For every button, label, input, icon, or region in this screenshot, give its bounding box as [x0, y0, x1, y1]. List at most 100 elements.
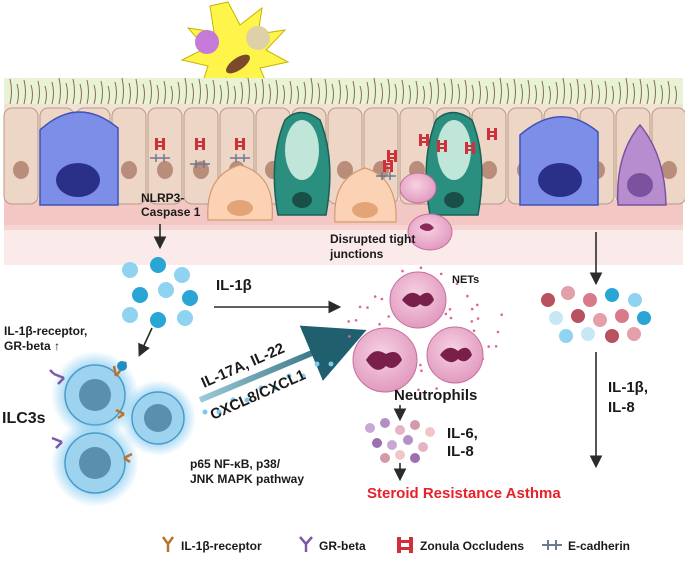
cilium	[534, 84, 537, 105]
cilium	[170, 85, 173, 105]
cytokine-molecule	[583, 293, 597, 307]
cilium	[464, 79, 467, 105]
zonula-occludens	[472, 142, 475, 154]
cilium	[310, 77, 313, 105]
outcome-label: Steroid Resistance Asthma	[367, 485, 561, 502]
cilium	[254, 82, 257, 105]
il6-label-1: IL-6,	[447, 425, 478, 442]
zonula-occludens	[202, 138, 205, 150]
arrow-ilc3-to-neutrophil	[198, 325, 367, 403]
cilium	[576, 78, 579, 105]
cilium	[667, 80, 670, 105]
cytokine-molecule	[561, 286, 575, 300]
net-dot	[378, 322, 381, 326]
cytokine-molecule	[627, 327, 641, 341]
net-dot	[380, 297, 384, 301]
zonula-occludens	[158, 141, 162, 143]
cilium	[275, 79, 278, 105]
cilium	[345, 84, 348, 105]
cilium	[289, 80, 292, 105]
goblet-cell-1	[273, 111, 331, 216]
right-cytokine-cluster	[541, 286, 651, 343]
zonula-occludens	[394, 150, 397, 162]
ilc3-cell-1	[51, 351, 139, 439]
cilium	[51, 81, 54, 105]
zonula-occludens	[162, 138, 165, 150]
cytokine-dot	[286, 373, 292, 379]
zonula-occludens	[195, 138, 198, 150]
net-dot	[354, 319, 358, 322]
ilc3-cell-2	[120, 380, 196, 456]
ilc3-receptors	[49, 361, 133, 464]
cilium	[247, 77, 250, 105]
cilium	[478, 80, 481, 105]
columnar-nucleus	[193, 161, 209, 179]
cilium	[156, 84, 159, 105]
zonula-occludens-icon	[397, 537, 413, 553]
net-dot	[419, 363, 422, 367]
cilia	[9, 77, 677, 105]
cytokine-molecule	[637, 311, 651, 325]
legend: IL-1β-receptor GR-beta Zonula Occludens …	[161, 536, 630, 553]
cytokine-dot	[328, 361, 334, 367]
ilc3-cell-3	[51, 419, 139, 507]
il1b-molecule	[177, 310, 193, 326]
net-dot	[449, 316, 453, 320]
il1b-molecule	[150, 257, 166, 273]
columnar-nucleus	[481, 161, 497, 179]
zonula-occludens	[238, 145, 242, 147]
zonula-occludens	[387, 150, 390, 162]
cilium	[674, 85, 677, 105]
zonula-occludens	[494, 128, 497, 140]
il6-molecule	[395, 450, 405, 460]
zonula-occludens	[440, 143, 444, 145]
cytokine-molecule	[628, 293, 642, 307]
zonula-occludens	[390, 160, 393, 172]
columnar-cell	[147, 107, 183, 205]
cilium	[212, 79, 215, 105]
neutrophil-top	[389, 271, 447, 329]
cilium	[303, 81, 306, 105]
cilium	[163, 80, 166, 105]
zonula-occludens	[386, 163, 390, 165]
net-dot	[435, 387, 438, 390]
cilium	[632, 82, 635, 105]
cytokine-molecule	[593, 313, 607, 327]
basal-stem-cell-2	[334, 167, 397, 223]
cilium	[373, 77, 376, 105]
net-dot	[448, 308, 452, 311]
cilium	[660, 84, 663, 105]
tight-junctions	[150, 128, 497, 180]
zonula-occludens	[468, 149, 472, 151]
net-dot	[401, 269, 404, 273]
neutrophils-label: Neutrophils	[394, 387, 477, 404]
cilium	[58, 77, 61, 105]
il6-molecule	[372, 438, 382, 448]
columnar-nucleus	[13, 161, 29, 179]
cilium	[436, 77, 439, 105]
cilium	[611, 85, 614, 105]
zonula-occludens	[158, 145, 162, 147]
cilium	[338, 79, 341, 105]
cytokine-molecule	[541, 293, 555, 307]
il6-il8-cluster	[365, 418, 435, 463]
zonula-occludens	[155, 138, 158, 150]
gr-beta-icon	[299, 536, 313, 552]
cilium	[604, 80, 607, 105]
net-dot	[487, 345, 491, 348]
cilium	[23, 79, 26, 105]
net-dot	[420, 369, 423, 373]
cilium	[240, 81, 243, 105]
cilium	[415, 80, 418, 105]
ilc3s-label: ILC3s	[2, 410, 46, 427]
net-dot	[373, 295, 377, 298]
net-dot	[348, 335, 351, 338]
cilium	[555, 81, 558, 105]
net-dot	[472, 329, 476, 333]
cytokine-molecule	[605, 329, 619, 343]
legend-label-zo: Zonula Occludens	[420, 539, 524, 553]
cilium	[219, 84, 222, 105]
cilium	[457, 83, 460, 105]
legend-label-receptor: IL-1β-receptor	[181, 539, 262, 553]
il1b-top-label: IL-1β	[216, 277, 252, 294]
